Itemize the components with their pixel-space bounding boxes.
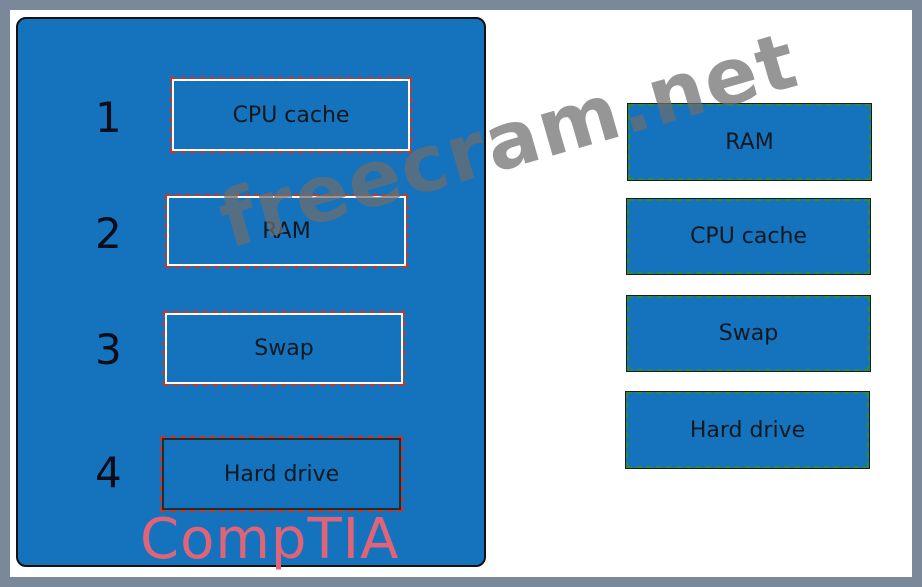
choice-label: RAM (725, 129, 774, 155)
choice-swap[interactable]: Swap (626, 295, 871, 372)
slot-answer-label: Hard drive (223, 461, 340, 487)
drop-slot-4[interactable]: Hard drive (160, 436, 403, 512)
choice-label: Hard drive (689, 417, 806, 443)
slot-answer-label: Swap (254, 336, 314, 361)
choice-label: Swap (718, 321, 779, 346)
slot-answer-label: CPU cache (232, 102, 350, 128)
slot-number-3: 3 (95, 325, 122, 374)
drop-slot-3[interactable]: Swap (163, 311, 405, 386)
slot-number-4: 4 (95, 448, 122, 497)
slot-answer-label: RAM (262, 218, 311, 244)
choice-ram[interactable]: RAM (627, 103, 872, 181)
drop-target-panel (16, 17, 486, 567)
drop-slot-2[interactable]: RAM (165, 194, 408, 268)
choice-cpu-cache[interactable]: CPU cache (626, 198, 871, 275)
slot-number-1: 1 (95, 93, 122, 142)
choice-hard-drive[interactable]: Hard drive (625, 391, 870, 469)
slot-number-2: 2 (95, 209, 122, 258)
choice-label: CPU cache (690, 224, 807, 249)
drop-slot-1[interactable]: CPU cache (170, 77, 412, 153)
